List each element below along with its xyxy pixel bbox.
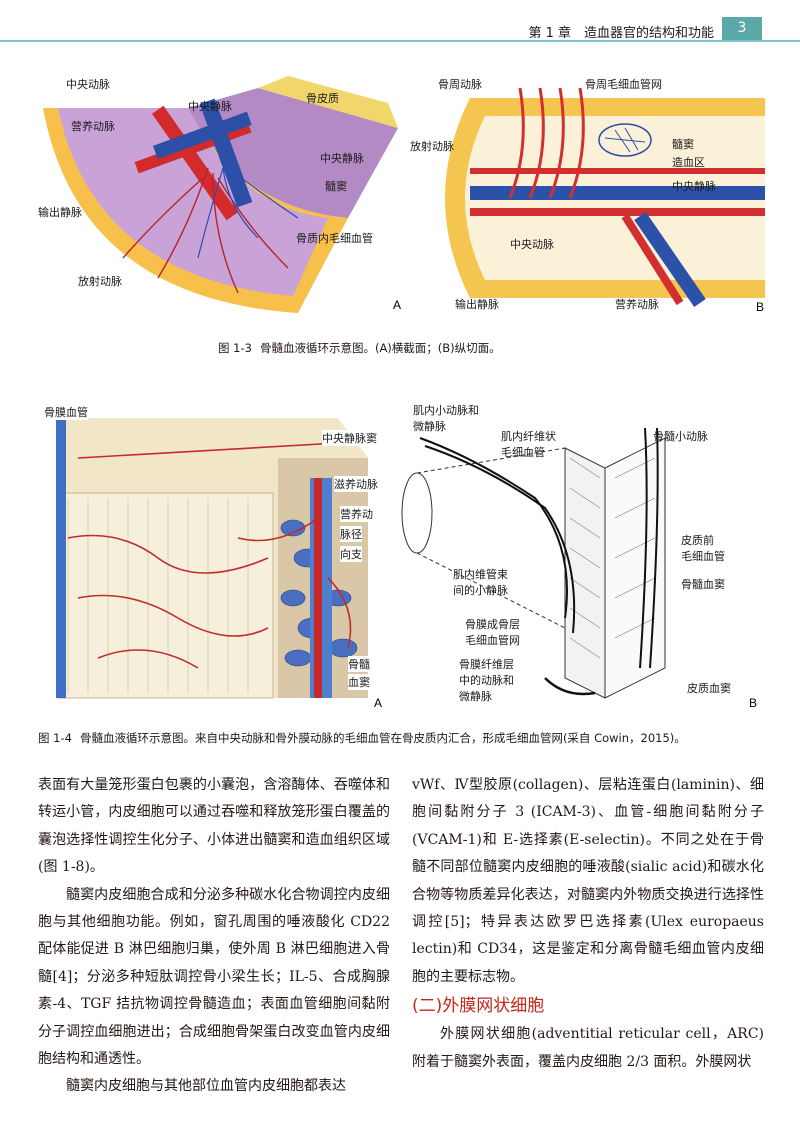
bone-marrow-vasculature-illustration (38, 398, 390, 710)
header-rule (0, 40, 800, 42)
label-marrow: 骨髓 (348, 656, 370, 672)
label-central-artery-b: 中央动脉 (510, 238, 554, 251)
label-cortical-sinus: 皮质血窦 (687, 682, 731, 695)
label-muscle-bundle: 肌内维管束 (453, 568, 508, 581)
label-capillary: 毛细血管 (501, 446, 545, 459)
caption-text-14: 骨髓血液循环示意图。来自中央动脉和骨外膜动脉的毛细血管在骨皮质内汇合，形成毛细血… (79, 731, 686, 745)
label-radial-artery: 放射动脉 (78, 275, 122, 288)
label-precortical: 皮质前 (681, 534, 714, 547)
figure-1-4-panel-a: 骨膜血管 中央静脉窦 滋养动脉 营养动 脉径 向支 骨髓 血窦 A (38, 398, 390, 710)
label-radial-artery-b: 放射动脉 (410, 140, 454, 153)
paragraph: 表面有大量笼形蛋白包裹的小囊泡，含溶酶体、吞噬体和转运小管，内皮细胞可以通过吞噬… (38, 777, 390, 876)
bone-cross-section-illustration (43, 76, 398, 313)
caption-text: 骨髓血液循环示意图。(A)横截面；(B)纵切面。 (259, 341, 501, 355)
label-intramuscular-venule: 微静脉 (413, 420, 446, 433)
label-central-vein: 中央静脉 (188, 100, 232, 113)
label-central-vein-2: 中央静脉 (320, 152, 364, 165)
label-cortex: 骨皮质 (306, 92, 339, 105)
label-intramuscular-fibrous: 肌内纤维状 (501, 430, 556, 443)
muscle-bone-vasculature-illustration (401, 427, 666, 699)
label-nutrient-artery-radial-1: 营养动 (340, 506, 373, 522)
label-periosteal-artery: 骨周动脉 (438, 78, 482, 91)
label-efferent-vein: 输出静脉 (38, 206, 82, 219)
label-central-vein-b: 中央静脉 (672, 180, 716, 193)
label-central-artery: 中央动脉 (66, 78, 110, 91)
label-nutrient-artery-radial-2: 脉径 (340, 526, 362, 542)
label-marrow-arteriole: 骨髓小动脉 (653, 430, 708, 443)
section-heading: (二)外膜网状细胞 (412, 996, 545, 1017)
label-nutrient-artery: 营养动脉 (71, 120, 115, 133)
label-nutrient-artery-radial-3: 向支 (340, 546, 362, 562)
page-number: 3 (722, 17, 762, 40)
label-periosteal-capillary-net: 骨周毛细血管网 (585, 78, 662, 91)
caption-number: 图 1-3 (218, 341, 252, 355)
paragraph: 髓窦内皮细胞合成和分泌多种碳水化合物调控内皮细胞与其他细胞功能。例如，窗孔周围的… (38, 886, 390, 1068)
label-fibrous-layer: 骨膜纤维层 (459, 658, 514, 671)
figure-1-3-panel-b: 骨周动脉 骨周毛细血管网 放射动脉 髓窦 造血区 中央静脉 中央动脉 输出静脉 … (410, 68, 770, 318)
label-nourishing-artery: 滋养动脉 (334, 476, 378, 492)
caption-number-14: 图 1-4 (38, 731, 72, 745)
label-sinus-b: 髓窦 (672, 138, 694, 151)
figure-1-3-caption: 图 1-3 骨髓血液循环示意图。(A)横截面；(B)纵切面。 (218, 340, 501, 356)
label-nutrient-artery-b: 营养动脉 (615, 298, 659, 311)
label-venules: 微静脉 (459, 690, 492, 703)
label-central-venous-sinus: 中央静脉窦 (322, 430, 377, 446)
paragraph: 髓窦内皮细胞与其他部位血管内皮细胞都表达 (66, 1078, 346, 1095)
panel-letter-a: A (393, 298, 402, 312)
label-periosteal-vessel: 骨膜血管 (44, 404, 88, 420)
label-intramuscular-arteriole: 肌内小动脉和 (413, 404, 479, 417)
label-osteogenic-layer: 骨膜成骨层 (465, 618, 520, 631)
label-hematopoietic-zone: 造血区 (672, 156, 705, 169)
label-small-vein: 间的小静脉 (453, 584, 508, 597)
paragraph: vWf、Ⅳ型胶原(collagen)、层粘连蛋白(laminin)、细胞间黏附分… (412, 777, 764, 985)
figure-1-4-caption: 图 1-4 骨髓血液循环示意图。来自中央动脉和骨外膜动脉的毛细血管在骨皮质内汇合，… (38, 730, 686, 746)
body-left-column: 表面有大量笼形蛋白包裹的小囊泡，含溶酶体、吞噬体和转运小管，内皮细胞可以通过吞噬… (38, 772, 390, 1101)
label-efferent-vein-b: 输出静脉 (455, 298, 499, 311)
body-right-column: vWf、Ⅳ型胶原(collagen)、层粘连蛋白(laminin)、细胞间黏附分… (412, 772, 764, 1076)
label-precortical-capillary: 毛细血管 (681, 550, 725, 563)
label-capillary-net: 毛细血管网 (465, 634, 520, 647)
label-sinus: 髓窦 (325, 180, 347, 193)
panel-letter-b: B (756, 300, 765, 314)
label-blood-sinus: 血窦 (348, 674, 370, 690)
label-marrow-sinus: 骨髓血窦 (681, 578, 725, 591)
bone-longitudinal-section-illustration (445, 87, 765, 307)
label-arteries-in: 中的动脉和 (459, 674, 514, 687)
figure-1-4-panel-b: 肌内小动脉和 微静脉 肌内纤维状 毛细血管 骨髓小动脉 皮质前 毛细血管 肌内维… (395, 398, 765, 710)
label-cortical-capillary: 骨质内毛细血管 (296, 232, 373, 245)
chapter-title: 第 1 章 造血器官的结构和功能 (528, 26, 714, 41)
running-header: 第 1 章 造血器官的结构和功能 3 (0, 0, 800, 42)
panel-letter-b-14: B (749, 696, 758, 710)
paragraph: 外膜网状细胞(adventitial reticular cell，ARC)附着… (412, 1026, 764, 1070)
panel-letter-a-14: A (374, 696, 383, 710)
figure-1-3-panel-a: 中央动脉 中央静脉 营养动脉 骨皮质 中央静脉 髓窦 输出静脉 骨质内毛细血管 … (38, 68, 408, 318)
